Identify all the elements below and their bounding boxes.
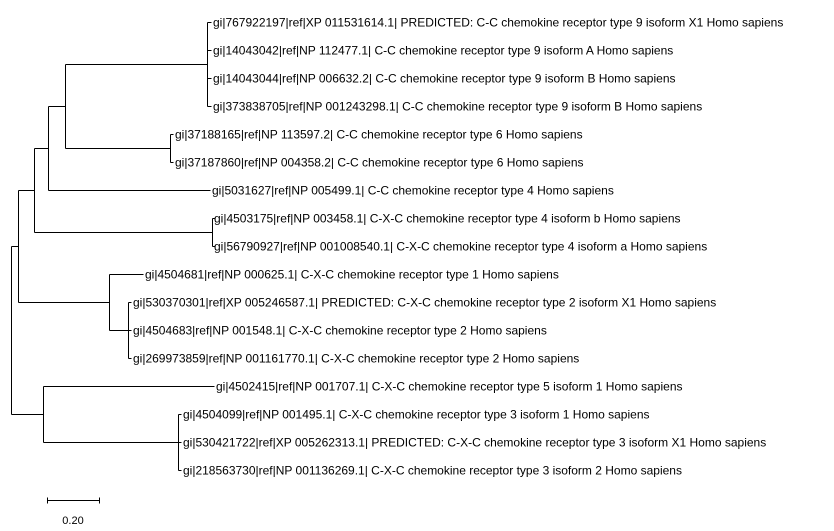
leaf-label-l10: gi|4504681|ref|NP 000625.1| C-X-C chemok… (145, 268, 559, 282)
leaf-label-l17: gi|218563730|ref|NP 001136269.1| C-X-C c… (183, 464, 682, 478)
leaf-label-l11: gi|530370301|ref|XP 005246587.1| PREDICT… (133, 296, 716, 310)
leaf-label-l8: gi|4503175|ref|NP 003458.1| C-X-C chemok… (214, 212, 681, 226)
leaf-label-l16: gi|530421722|ref|XP 005262313.1| PREDICT… (183, 436, 766, 450)
leaf-label-l9: gi|56790927|ref|NP 001008540.1| C-X-C ch… (214, 240, 707, 254)
leaf-label-l4: gi|373838705|ref|NP 001243298.1| C-C che… (213, 100, 702, 114)
leaf-label-l12: gi|4504683|ref|NP 001548.1| C-X-C chemok… (133, 324, 547, 338)
leaf-label-l3: gi|14043044|ref|NP 006632.2| C-C chemoki… (213, 72, 676, 86)
leaf-label-l14: gi|4502415|ref|NP 001707.1| C-X-C chemok… (216, 380, 683, 394)
leaf-label-l1: gi|767922197|ref|XP 011531614.1| PREDICT… (213, 16, 783, 30)
leaf-label-l7: gi|5031627|ref|NP 005499.1| C-C chemokin… (212, 184, 614, 198)
leaf-label-l2: gi|14043042|ref|NP 112477.1| C-C chemoki… (213, 44, 673, 58)
scale-bar-label: 0.20 (62, 515, 83, 527)
leaf-label-l5: gi|37188165|ref|NP 113597.2| C-C chemoki… (175, 128, 583, 142)
leaf-label-l13: gi|269973859|ref|NP 001161770.1| C-X-C c… (133, 352, 579, 366)
leaf-label-l15: gi|4504099|ref|NP 001495.1| C-X-C chemok… (183, 408, 650, 422)
leaf-label-l6: gi|37187860|ref|NP 004358.2| C-C chemoki… (175, 156, 584, 170)
